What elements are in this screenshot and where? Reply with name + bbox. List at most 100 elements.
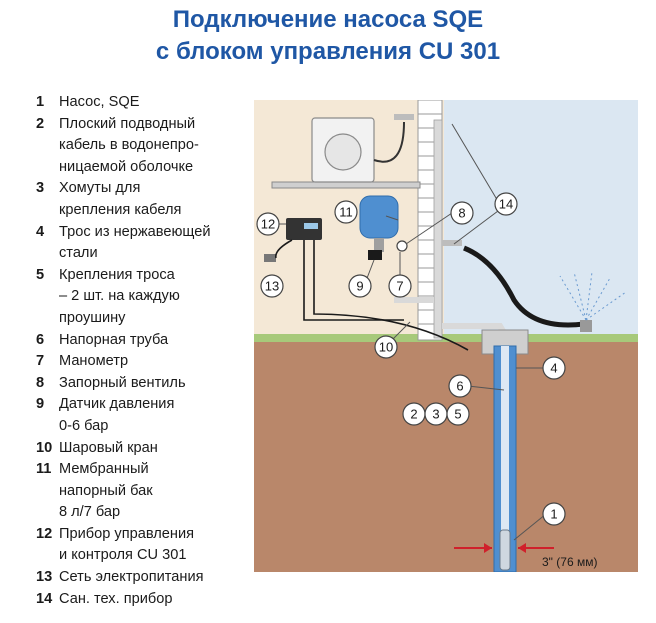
callout-11: 11 — [334, 200, 358, 224]
legend-text: Датчик давления 0-6 бар — [59, 396, 175, 434]
callout-leaders — [278, 123, 547, 541]
callout-3: 3 — [424, 402, 448, 426]
svg-text:10: 10 — [379, 340, 393, 355]
pump — [499, 529, 511, 571]
pressure-tank — [359, 195, 399, 239]
sprinkler-spray — [559, 271, 627, 321]
callout-9: 9 — [348, 274, 372, 298]
garden-hose — [463, 245, 585, 328]
well-size-label: 3" (76 мм) — [542, 555, 597, 569]
pressure-sensor — [368, 250, 382, 260]
callout-5: 5 — [446, 402, 470, 426]
installation-diagram: 3" (76 мм) 14 11 12 — [254, 100, 638, 572]
pump-cable — [313, 240, 469, 351]
legend-item: 14 Сан. тех. прибор — [36, 589, 246, 611]
legend-text: Мембранный напорный бак 8 л/7 бар — [59, 461, 153, 521]
legend-number: 4 — [36, 223, 45, 240]
legend-number: 2 — [36, 115, 45, 132]
legend-item: 6 Напорная труба — [36, 330, 246, 352]
diameter-arrowhead-left — [484, 543, 492, 553]
legend-number: 10 — [36, 439, 53, 456]
legend-text: Хомуты для крепления кабеля — [59, 180, 182, 218]
sprinkler — [580, 320, 592, 332]
ground-area — [254, 340, 638, 572]
legend-number: 1 — [36, 94, 45, 110]
manometer — [396, 240, 408, 252]
legend-item: 10 Шаровый кран — [36, 438, 246, 460]
legend-text: Сан. тех. прибор — [59, 590, 173, 607]
legend-item: 1 Насос, SQE — [36, 92, 246, 114]
svg-text:3: 3 — [432, 407, 439, 422]
callout-6: 6 — [448, 374, 472, 398]
diagram-svg: 3" (76 мм) 14 11 12 — [254, 100, 638, 572]
svg-text:14: 14 — [499, 197, 513, 212]
legend-text: Манометр — [59, 353, 129, 370]
callout-1: 1 — [542, 502, 566, 526]
legend-number: 13 — [36, 569, 53, 586]
indoor-tap — [394, 114, 414, 120]
legend-item: 2 Плоский подводный кабель в водонепро- н… — [36, 114, 246, 179]
legend-text: Запорный вентиль — [59, 374, 186, 391]
callout-10: 10 — [374, 335, 398, 359]
svg-text:8: 8 — [458, 206, 465, 221]
svg-text:11: 11 — [339, 205, 353, 220]
legend-number: 3 — [36, 180, 45, 197]
legend-number: 9 — [36, 396, 45, 413]
svg-text:7: 7 — [396, 279, 403, 294]
legend-item: 9 Датчик давления 0-6 бар — [36, 394, 246, 437]
callout-13: 13 — [260, 274, 284, 298]
tank-fitting — [374, 238, 384, 252]
shelf — [271, 181, 421, 189]
legend-item: 4 Трос из нержавеющей стали — [36, 222, 246, 265]
callout-4: 4 — [542, 356, 566, 380]
diameter-arrowhead-right — [518, 543, 526, 553]
callout-12: 12 — [256, 212, 280, 236]
legend-text: Шаровый кран — [59, 439, 158, 456]
legend-text: Напорная труба — [59, 331, 169, 348]
sensor-cable — [303, 240, 404, 321]
legend-list: 1 Насос, SQE 2 Плоский подводный кабель в … — [36, 92, 246, 610]
legend-number: 8 — [36, 374, 45, 391]
grass-strip — [254, 334, 638, 342]
legend-text: Прибор управления и контроля CU 301 — [59, 525, 194, 564]
legend-number: 7 — [36, 353, 45, 370]
page-title: Подключение насоса SQE с блоком управлен… — [0, 4, 656, 68]
callout-8: 8 — [450, 201, 474, 225]
legend-text: Насос, SQE — [59, 94, 140, 110]
legend-text: Крепления троса – 2 шт. на каждую проуши… — [59, 266, 180, 326]
legend-text: Плоский подводный кабель в водонепро- ни… — [59, 115, 199, 175]
machine-hose — [373, 121, 405, 163]
legend-item: 8 Запорный вентиль — [36, 373, 246, 395]
legend-item: 5 Крепления троса – 2 шт. на каждую проуш… — [36, 265, 246, 330]
svg-text:4: 4 — [550, 361, 557, 376]
svg-text:9: 9 — [356, 279, 363, 294]
legend-number: 6 — [36, 331, 45, 348]
legend-number: 12 — [36, 525, 53, 542]
legend-number: 14 — [36, 590, 53, 607]
power-cable — [275, 239, 293, 259]
main-riser-pipe — [433, 119, 443, 339]
svg-text:12: 12 — [261, 217, 275, 232]
power-plug — [264, 254, 276, 262]
legend-text: Трос из нержавеющей стали — [59, 223, 211, 262]
svg-text:13: 13 — [265, 279, 279, 294]
legend-item: 12 Прибор управления и контроля CU 301 — [36, 524, 246, 567]
svg-text:1: 1 — [550, 507, 557, 522]
legend-number: 5 — [36, 266, 45, 283]
sky-area — [444, 100, 638, 340]
legend-number: 11 — [36, 461, 52, 478]
legend-item: 7 Манометр — [36, 351, 246, 373]
legend-item: 11 Мембранный напорный бак 8 л/7 бар — [36, 459, 246, 524]
control-box-display — [304, 223, 318, 229]
svg-text:2: 2 — [410, 407, 417, 422]
outdoor-tap — [442, 240, 462, 246]
callout-7: 7 — [388, 274, 412, 298]
title-line-1: Подключение насоса SQE — [172, 6, 484, 33]
washing-machine-door — [324, 133, 362, 171]
svg-text:5: 5 — [454, 407, 461, 422]
legend-item: 3 Хомуты для крепления кабеля — [36, 178, 246, 221]
callout-14: 14 — [494, 192, 518, 216]
pressure-pipe-in-well — [501, 346, 509, 536]
svg-text:6: 6 — [456, 379, 463, 394]
